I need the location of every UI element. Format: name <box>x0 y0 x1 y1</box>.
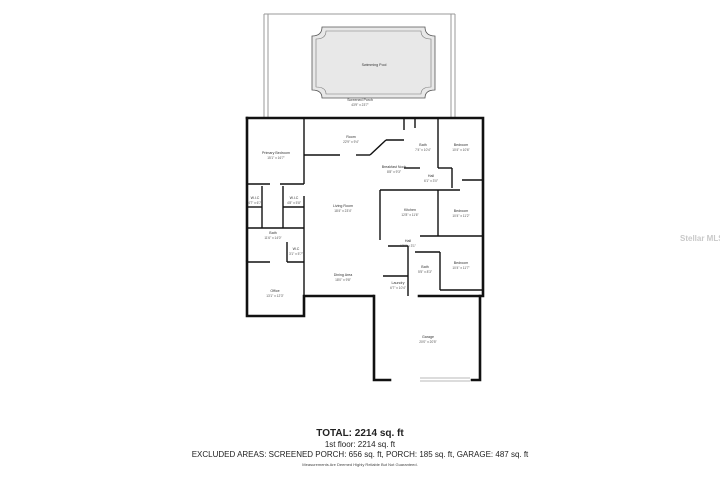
label-pool: Swimming Pool <box>362 63 387 67</box>
label-hall-c: Hall <box>405 239 411 243</box>
label-wic1: W.I.C <box>251 196 260 200</box>
label-porch: Screened Porch <box>347 98 373 102</box>
label-garage: Garage <box>422 335 434 339</box>
dims-living: 18'4" x 23'4" <box>334 209 351 213</box>
dims-primary: 15'1" x 16'7" <box>267 156 284 160</box>
label-bed-ne: Bedroom <box>454 143 469 147</box>
label-kitchen: Kitchen <box>404 208 416 212</box>
dims-bath-top: 7'4" x 10'4" <box>415 148 431 152</box>
label-wic2: W.I.C <box>290 196 299 200</box>
label-office: Office <box>270 289 279 293</box>
dims-bath-pri: 11'6" x 14'0" <box>264 236 281 240</box>
dims-bed-ne: 10'4" x 10'6" <box>452 148 469 152</box>
dims-bed-e: 10'4" x 11'2" <box>452 214 469 218</box>
dims-nook: 8'8" x 9'3" <box>387 170 401 174</box>
watermark: Stellar MLS <box>680 234 720 243</box>
label-living: Living Room <box>333 204 353 208</box>
dims-bed-se: 10'4" x 11'7" <box>452 266 469 270</box>
dims-wic2: 4'8" x 5'8" <box>287 201 301 205</box>
label-laundry: Laundry <box>392 281 405 285</box>
dims-room: 22'9" x 9'4" <box>343 140 359 144</box>
screened-porch <box>263 13 456 118</box>
dims-laundry: 6'7" x 10'4" <box>390 286 406 290</box>
label-bed-e: Bedroom <box>454 209 469 213</box>
dims-wic1: 4'7" x 6'7" <box>248 201 262 205</box>
dims-garage: 20'0" x 20'5" <box>419 340 436 344</box>
floor-area: 1st floor: 2214 sq. ft <box>324 440 396 449</box>
dims-hall-c: 12'6" x 3'1" <box>400 244 416 248</box>
dims-dining: 18'0" x 9'8" <box>335 278 351 282</box>
dims-porch: 43'9" x 23'7" <box>351 103 368 107</box>
label-hall-e: Hall <box>428 174 434 178</box>
label-bath-top: Bath <box>419 143 426 147</box>
dims-wc: 3'1" x 5'7" <box>289 252 303 256</box>
label-nook: Breakfast Nook <box>382 165 407 169</box>
label-room: Room <box>346 135 356 139</box>
exterior-walls <box>245 116 485 382</box>
total-area: TOTAL: 2214 sq. ft <box>316 428 404 439</box>
dims-office: 13'1" x 12'3" <box>266 294 283 298</box>
swimming-pool <box>311 26 436 99</box>
dims-kitchen: 12'8" x 11'6" <box>401 213 418 217</box>
excluded-areas: EXCLUDED AREAS: SCREENED PORCH: 656 sq. … <box>191 450 529 459</box>
label-bath-pri: Bath <box>269 231 276 235</box>
room-labels: Swimming Pool Screened Porch 43'9" x 23'… <box>248 63 470 344</box>
label-primary: Primary Bedroom <box>262 151 290 155</box>
dims-bath-s: 5'5" x 8'3" <box>418 270 432 274</box>
label-dining: Dining Area <box>334 273 353 277</box>
interior-walls <box>247 118 483 296</box>
label-bed-se: Bedroom <box>454 261 469 265</box>
label-wc: W.C <box>293 247 300 251</box>
disclaimer: Measurements Are Deemed Highly Reliable … <box>302 462 418 467</box>
label-bath-s: Bath <box>421 265 428 269</box>
dims-hall-e: 6'1" x 3'0" <box>424 179 438 183</box>
